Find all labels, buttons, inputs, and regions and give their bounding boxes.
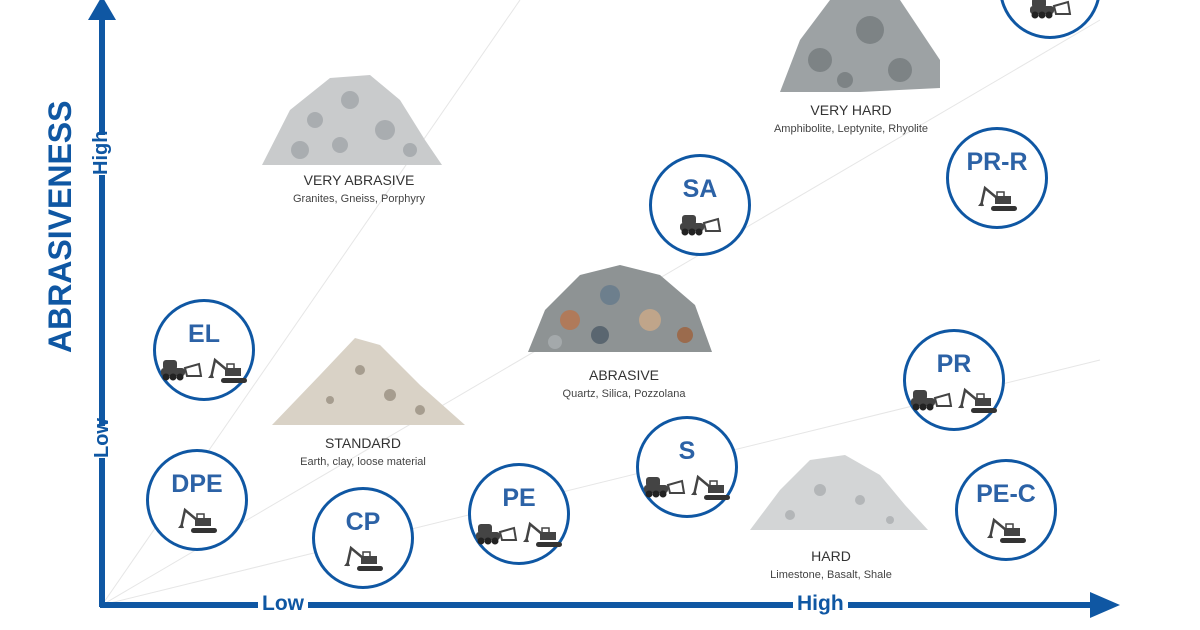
equipment-label: SA [682, 175, 718, 203]
equipment-icons [315, 544, 411, 579]
equipment-label: DPE [171, 470, 223, 498]
rock-label-hard: HARD Limestone, Basalt, Shale [711, 548, 951, 581]
equipment-circle-sa: SA [649, 154, 751, 256]
rock-label-very-hard: VERY HARD Amphibolite, Leptynite, Rhyoli… [731, 102, 971, 135]
equipment-circle-pr-r: PR-R [946, 127, 1048, 229]
rock-title: HARD [811, 548, 851, 564]
excavator-icon [688, 473, 732, 508]
equipment-icons [149, 506, 245, 541]
equipment-circle-pr: PR [903, 329, 1005, 431]
equipment-circle-el: EL [153, 299, 255, 401]
dozer-icon [678, 211, 722, 242]
equipment-label: PR [936, 350, 972, 378]
y-axis-arrow-icon [88, 0, 116, 20]
dozer-icon [474, 520, 518, 555]
equipment-icons [156, 356, 252, 391]
equipment-icons [906, 386, 1002, 421]
equipment-label: PE-C [976, 480, 1036, 508]
rock-label-standard: STANDARD Earth, clay, loose material [243, 435, 483, 468]
excavator-icon [955, 386, 999, 421]
equipment-label: EL [188, 320, 220, 348]
rock-subtitle: Limestone, Basalt, Shale [770, 569, 892, 581]
x-axis-high-label: High [793, 592, 848, 616]
rock-title: VERY HARD [810, 102, 892, 118]
dozer-icon [159, 356, 203, 391]
y-axis-title: ABRASIVENESS [42, 100, 78, 354]
rock-label-abrasive: ABRASIVE Quartz, Silica, Pozzolana [504, 367, 744, 400]
excavator-icon [341, 544, 385, 579]
equipment-icons [949, 184, 1045, 219]
rock-subtitle: Earth, clay, loose material [300, 456, 426, 468]
dozer-icon [909, 386, 953, 421]
rock-title: VERY ABRASIVE [303, 172, 415, 188]
y-axis-high-label: High [90, 130, 114, 175]
equipment-label: CP [345, 508, 381, 536]
equipment-circle-cp: CP [312, 487, 414, 589]
excavator-icon [984, 516, 1028, 551]
excavator-icon [205, 356, 249, 391]
excavator-icon [520, 520, 564, 555]
rock-hard [750, 455, 928, 530]
rock-abrasive [528, 265, 712, 352]
x-axis-arrow-icon [1090, 592, 1120, 618]
excavator-icon [975, 184, 1019, 219]
rock-very-hard [780, 0, 940, 92]
rock-subtitle: Quartz, Silica, Pozzolana [562, 388, 686, 400]
rock-very-abrasive [262, 75, 442, 165]
y-axis-low-label: Low [91, 418, 115, 458]
equipment-icons [639, 473, 735, 508]
dozer-icon [1028, 0, 1072, 25]
equipment-label: PR-R [966, 148, 1028, 176]
equipment-icons [958, 516, 1054, 551]
rock-title: STANDARD [325, 435, 401, 451]
equipment-circle-s: S [636, 416, 738, 518]
equipment-circle-pe-c: PE-C [955, 459, 1057, 561]
excavator-icon [175, 506, 219, 541]
equipment-label: PE [502, 484, 536, 512]
equipment-circle-pe: PE [468, 463, 570, 565]
equipment-label: S [678, 437, 696, 465]
equipment-circle-dpe: DPE [146, 449, 248, 551]
x-axis-low-label: Low [258, 592, 308, 616]
rock-label-very-abrasive: VERY ABRASIVE Granites, Gneiss, Porphyry [239, 172, 479, 205]
rock-title: ABRASIVE [588, 367, 660, 383]
rock-standard [272, 338, 465, 425]
equipment-icons [652, 211, 748, 242]
dozer-icon [642, 473, 686, 508]
rock-subtitle: Granites, Gneiss, Porphyry [292, 193, 426, 205]
equipment-icons [1002, 0, 1098, 25]
equipment-icons [471, 520, 567, 555]
rock-subtitle: Amphibolite, Leptynite, Rhyolite [773, 123, 929, 135]
